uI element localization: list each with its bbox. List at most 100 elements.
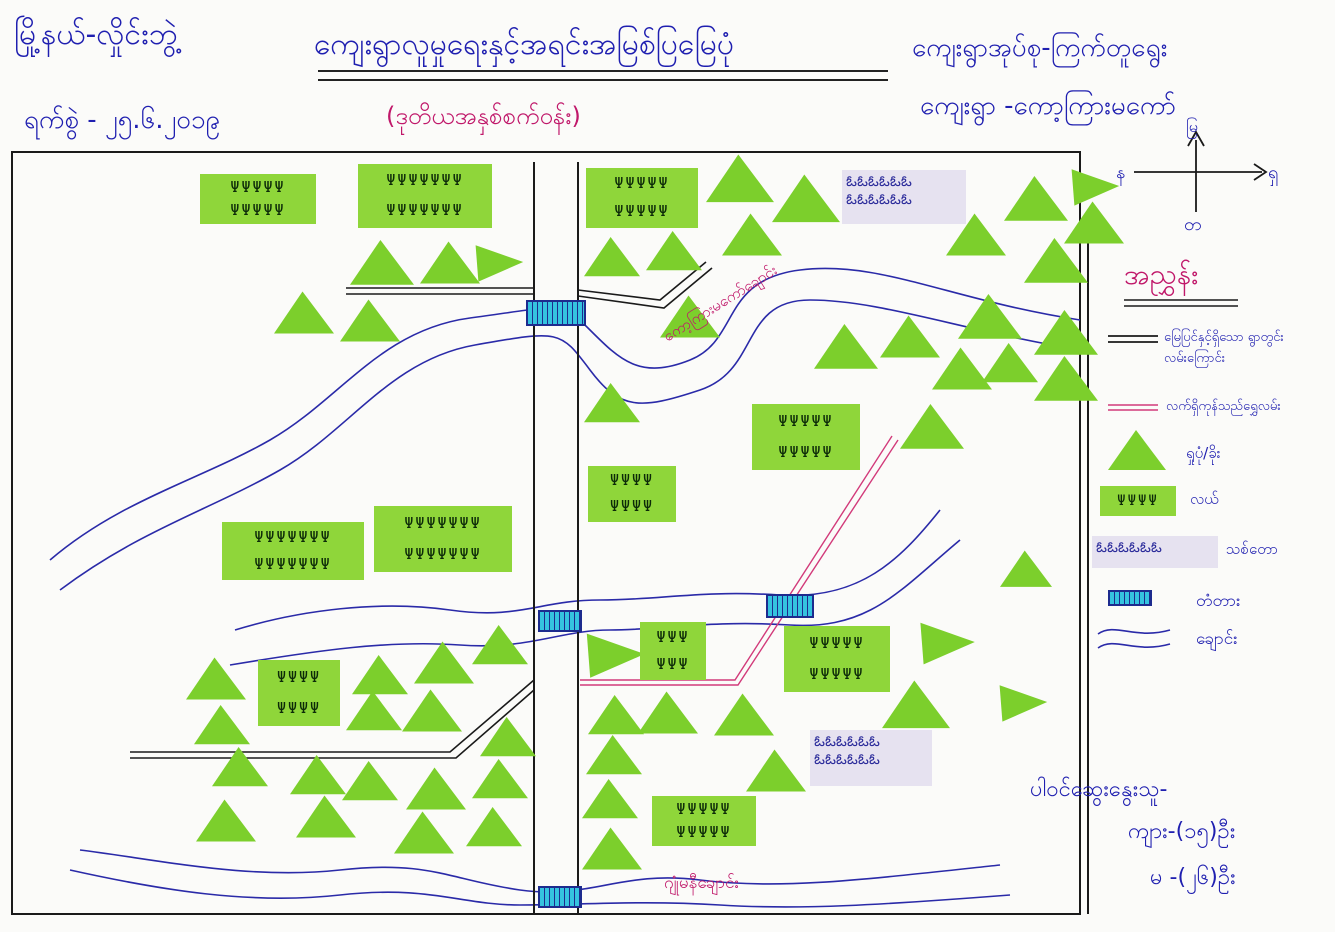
legend-mountain-label: ရှုပုံ/ခိုး [1186, 444, 1221, 462]
mountain-triangle [646, 231, 702, 271]
stream-middle [229, 509, 961, 666]
title-underline [318, 70, 888, 81]
mountain-triangle [1034, 356, 1098, 401]
mountain-triangle [290, 755, 346, 795]
mountain-triangle [274, 291, 334, 334]
legend-title-underline [1124, 299, 1238, 307]
mountain-triangle [920, 622, 975, 665]
mountain-triangle [746, 749, 806, 792]
legend-stream-symbol [1097, 628, 1171, 649]
mountain-triangle [586, 735, 642, 775]
mountain-triangle [346, 691, 402, 731]
mountain-triangle [722, 213, 782, 256]
legend-field-symbol: ΨΨΨΨ [1100, 486, 1176, 516]
mountain-triangle [296, 795, 356, 838]
mountain-triangle [1024, 238, 1088, 283]
legend-road-symbol [1108, 335, 1158, 343]
date-label: ရက်စွဲ - ၂၅.၆.၂၀၁၉ [24, 105, 221, 135]
legend-stream-label: ချောင်း [1196, 629, 1238, 649]
mountain-triangle [406, 767, 466, 810]
participants-male: ကျား-(၁၅)ဦး [1128, 819, 1236, 844]
mountain-triangle [1071, 169, 1120, 206]
village-tract-label: ကျေးရွာအုပ်စု-ကြက်တူရွေး [912, 33, 1168, 63]
mountain-triangle [480, 717, 536, 757]
mountain-triangle [814, 324, 878, 369]
mountain-triangle [638, 691, 698, 734]
mountain-triangle [900, 404, 964, 449]
mountain-triangle [196, 799, 256, 842]
mountain-triangle [582, 779, 638, 819]
mountain-triangle [1004, 176, 1068, 221]
mountain-triangle [714, 693, 774, 736]
mountain-triangle [932, 347, 992, 390]
bridge [526, 300, 586, 326]
compass-south: တ [1184, 214, 1202, 235]
mountain-triangle [584, 237, 640, 277]
compass-north: မြ [1186, 117, 1198, 136]
mountain-triangle [402, 689, 462, 732]
mountain-triangle [475, 245, 524, 282]
mountain-triangle [342, 761, 398, 801]
mountain-triangle [584, 383, 640, 423]
bridge [538, 886, 582, 908]
mountain-triangle [472, 625, 528, 665]
legend-trail-label: လက်ရှိကုန်သည်ရွှေလမ်း [1166, 399, 1281, 414]
mountain-triangle [466, 807, 522, 847]
map-frame [11, 151, 1081, 915]
compass-rose [1134, 130, 1268, 212]
mountain-triangle [882, 680, 950, 729]
mountain-triangle [472, 759, 528, 799]
mountain-triangle [350, 240, 414, 285]
mountain-triangle [414, 641, 474, 684]
mountain-triangle [394, 811, 454, 854]
mountain-triangle [958, 294, 1022, 339]
mountain-triangle [660, 295, 720, 338]
stream-lower [69, 849, 1011, 908]
mountain-triangle [982, 343, 1038, 383]
mountain-triangle [706, 154, 774, 203]
mountain-triangle [772, 174, 840, 223]
participants-heading: ပါဝင်ဆွေးနွေးသူ- [1030, 777, 1168, 802]
mountain-triangle [582, 827, 642, 870]
mountain-triangle [1064, 201, 1124, 244]
legend-forest-label: သစ်တော [1226, 540, 1278, 558]
mountain-triangle [340, 299, 400, 342]
pink-trail [580, 435, 899, 686]
mountain-triangle [420, 241, 480, 284]
legend-mountain-symbol [1108, 430, 1166, 470]
legend-forest-symbol: ఓఓఓఓఓఓ [1092, 536, 1218, 568]
mountain-triangle [1000, 550, 1052, 587]
bridge [538, 610, 582, 632]
village-label: ကျေးရွာ -ကော့ကြားမကော် [920, 91, 1176, 121]
legend-bridge-label: တံတား [1196, 591, 1241, 611]
legend-title: အညွှန်း [1124, 258, 1199, 291]
mountain-triangle [194, 705, 250, 745]
mountain-triangle [588, 695, 644, 735]
stream-upper [49, 267, 1081, 591]
mountain-triangle [999, 685, 1048, 722]
legend-trail-symbol [1108, 404, 1158, 411]
mountain-triangle [880, 315, 940, 358]
mountain-triangle [1034, 310, 1098, 355]
mountain-triangle [212, 747, 268, 787]
township-label: မြို့နယ်-လှိုင်းဘွဲ့ [14, 17, 178, 52]
legend-bridge-symbol [1108, 590, 1152, 606]
mountain-triangle [586, 633, 645, 678]
legend-road-label: မြေပြင်နှင့်ရှိသော ရွာတွင်းလမ်းကြောင်း [1164, 330, 1284, 366]
bridge [766, 594, 814, 618]
